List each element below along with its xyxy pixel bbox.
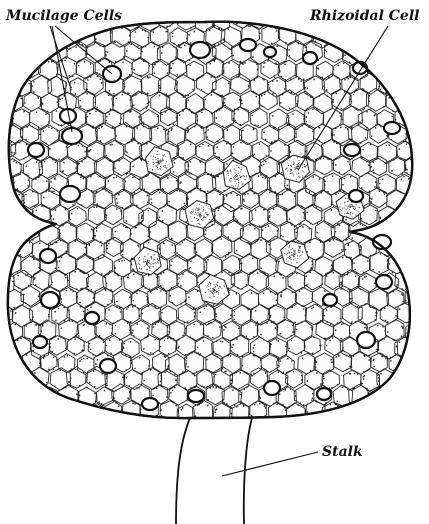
- mucilage-cell: [33, 336, 47, 348]
- mucilage-cell: [344, 144, 360, 156]
- mucilage-cell: [317, 388, 331, 400]
- mucilage-cell: [142, 398, 158, 410]
- label-rhizoidal-cell: Rhizoidal Cell: [309, 8, 419, 24]
- mucilage-cell: [349, 190, 363, 202]
- mucilage-cell: [323, 294, 337, 306]
- mucilage-cell: [188, 390, 204, 402]
- mucilage-cell: [303, 52, 317, 64]
- label-stalk: Stalk: [322, 444, 363, 460]
- mucilage-cell: [190, 42, 210, 58]
- mucilage-cell: [384, 122, 400, 134]
- mucilage-cell: [100, 359, 116, 373]
- mucilage-cell: [85, 312, 99, 324]
- mucilage-cell: [40, 249, 56, 263]
- mucilage-cell: [28, 143, 44, 157]
- mucilage-cell: [60, 186, 80, 202]
- mucilage-cell: [41, 292, 59, 308]
- mucilage-cell: [357, 332, 375, 348]
- mucilage-cell: [376, 275, 392, 289]
- stalk-left-edge: [176, 418, 190, 524]
- mucilage-cell: [264, 47, 276, 57]
- stalk-leader: [222, 452, 318, 476]
- stalk-right-edge: [244, 418, 252, 524]
- label-mucilage-cells: Mucilage Cells: [5, 8, 122, 24]
- mucilage-cell: [264, 381, 280, 395]
- mucilage-cell: [240, 39, 256, 51]
